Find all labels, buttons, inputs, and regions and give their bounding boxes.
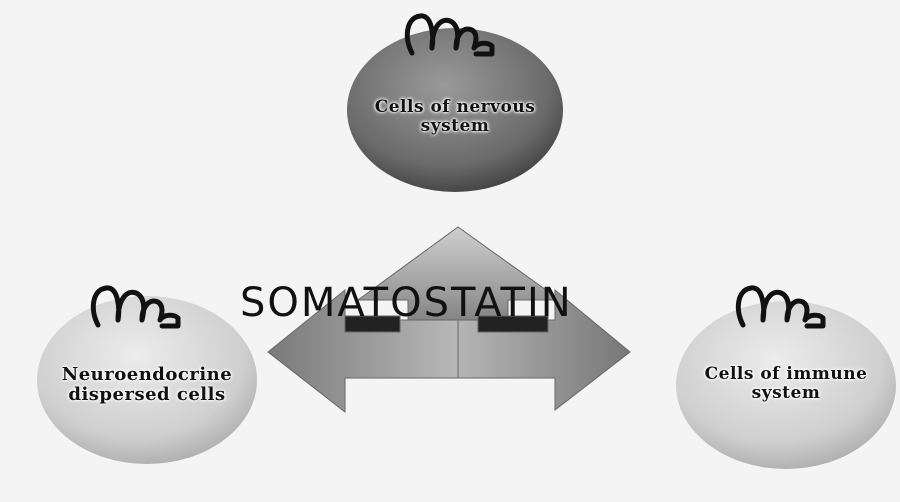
label-line: dispersed cells	[37, 385, 257, 405]
label-line: system	[350, 117, 560, 136]
label-line: system	[676, 384, 896, 403]
cell-label-neuroendocrine: Neuroendocrine dispersed cells	[37, 365, 257, 405]
somatostatin-title: SOMATOSTATIN	[240, 280, 573, 326]
label-line: Cells of immune	[676, 365, 896, 384]
cell-label-nervous: Cells of nervous system	[350, 98, 560, 136]
cell-label-immune: Cells of immune system	[676, 365, 896, 403]
label-line: Neuroendocrine	[37, 365, 257, 385]
label-line: Cells of nervous	[350, 98, 560, 117]
